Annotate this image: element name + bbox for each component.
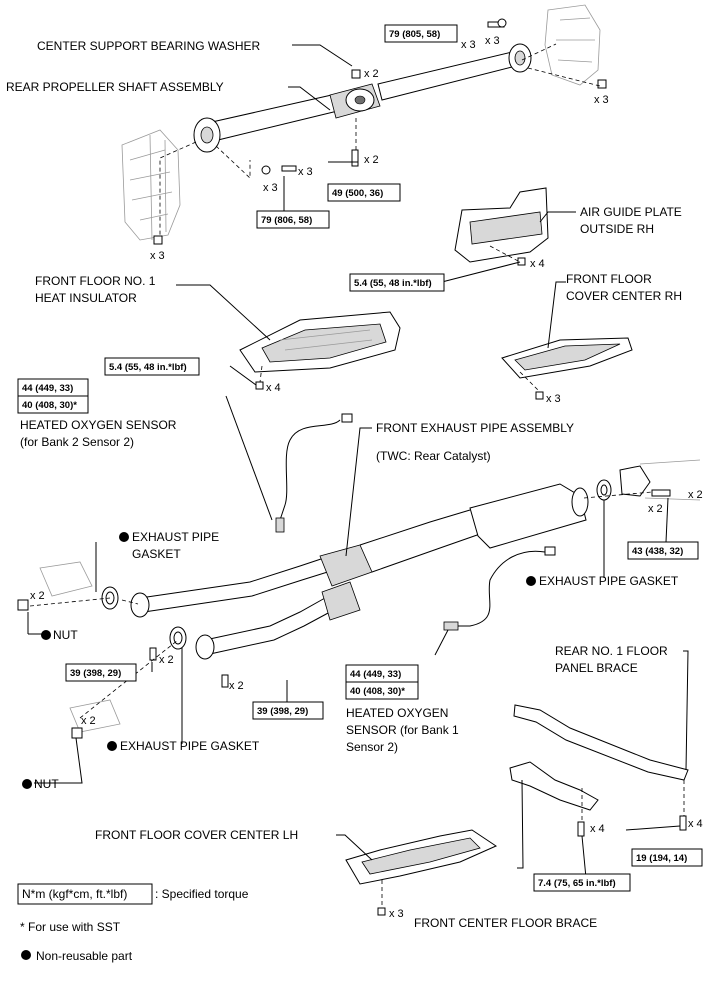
- label-hos-b2-2: (for Bank 2 Sensor 2): [20, 435, 134, 449]
- leader-lines: [27, 43, 689, 908]
- qty-x2-flange-bolt: x 2: [688, 489, 703, 501]
- torque-79-805: 79 (805, 58): [389, 29, 440, 40]
- qty-x2-bearing-washer: x 2: [364, 68, 379, 80]
- front-center-floor-brace: [509, 761, 599, 811]
- torque-74-brace: 7.4 (75, 65 in.*lbf): [538, 878, 616, 889]
- label-exhaust-pipe-gasket-right: EXHAUST PIPE GASKET: [539, 574, 679, 588]
- label-heat-insulator-2: HEAT INSULATOR: [35, 291, 137, 305]
- qty-x3-left-bolt: x 3: [298, 166, 313, 178]
- qty-x2-flange-spring: x 2: [648, 503, 663, 515]
- label-nut-lower: NUT: [34, 777, 59, 791]
- label-front-center-floor-brace: FRONT CENTER FLOOR BRACE: [414, 916, 597, 930]
- qty-x3-left-nut: x 3: [150, 250, 165, 262]
- air-guide-plate-rh: [454, 187, 549, 263]
- non-reusable-marker: [107, 741, 117, 751]
- qty-x3-bolt-top: x 3: [461, 39, 476, 51]
- qty-x2-stud-left: x 2: [159, 654, 174, 666]
- qty-x3-washer-top: x 3: [485, 35, 500, 47]
- qty-x3-left-washer: x 3: [263, 182, 278, 194]
- qty-x2-nut-upper: x 2: [30, 590, 45, 602]
- torque-54-insulator: 5.4 (55, 48 in.*lbf): [109, 362, 187, 373]
- front-floor-cover-center-lh: [345, 829, 498, 885]
- torque-44-b1: 44 (449, 33): [350, 669, 401, 680]
- heated-oxygen-sensor-b2: [275, 413, 353, 533]
- torque-40-b2: 40 (408, 30)*: [22, 400, 77, 411]
- legend-torque-unit: N*m (kgf*cm, ft.*lbf): [22, 887, 127, 901]
- label-air-guide-plate-1: AIR GUIDE PLATE: [580, 205, 682, 219]
- non-reusable-marker: [526, 576, 536, 586]
- qty-x2-center-bolt: x 2: [364, 154, 379, 166]
- label-rear-propeller-shaft-assembly: REAR PROPELLER SHAFT ASSEMBLY: [6, 80, 224, 94]
- fasteners: [17, 18, 687, 916]
- qty-x4-rear-brace: x 4: [688, 818, 703, 830]
- front-floor-cover-center-rh: [501, 337, 633, 379]
- torque-49-500: 49 (500, 36): [332, 188, 383, 199]
- label-center-support-bearing-washer: CENTER SUPPORT BEARING WASHER: [37, 39, 260, 53]
- front-floor-no1-heat-insulator: [239, 311, 401, 373]
- qty-x3-cover-lh: x 3: [389, 908, 404, 920]
- exhaust-pipe-gasket-lower: [169, 626, 187, 650]
- label-floor-cover-lh: FRONT FLOOR COVER CENTER LH: [95, 828, 298, 842]
- legend: N*m (kgf*cm, ft.*lbf) : Specified torque…: [17, 883, 249, 963]
- rear-exhaust-flange: [619, 459, 701, 501]
- qty-x4-air-guide: x 4: [530, 258, 545, 270]
- torque-43-438: 43 (438, 32): [632, 546, 683, 557]
- legend-sst-note: * For use with SST: [20, 920, 121, 934]
- label-hos-b1-3: Sensor 2): [346, 740, 398, 754]
- label-air-guide-plate-2: OUTSIDE RH: [580, 222, 654, 236]
- label-front-exhaust-pipe-assembly: FRONT EXHAUST PIPE ASSEMBLY: [376, 421, 574, 435]
- label-heat-insulator-1: FRONT FLOOR NO. 1: [35, 274, 156, 288]
- label-rear-brace-1: REAR NO. 1 FLOOR: [555, 644, 668, 658]
- legend-non-reusable-marker: [21, 950, 31, 960]
- qty-x4-center-brace: x 4: [590, 823, 605, 835]
- torque-54-air-guide: 5.4 (55, 48 in.*lbf): [354, 278, 432, 289]
- qty-x4-insulator: x 4: [266, 382, 281, 394]
- quantity-callouts: x 3 x 3 x 2 x 3 x 2 x 3 x 3 x 3 x 4 x 3 …: [30, 35, 703, 920]
- label-nut-upper: NUT: [53, 628, 78, 642]
- label-rear-brace-2: PANEL BRACE: [555, 661, 638, 675]
- rear-propeller-shaft: [193, 43, 532, 153]
- torque-39-lower: 39 (398, 29): [257, 706, 308, 717]
- legend-torque-desc: : Specified torque: [155, 887, 249, 901]
- front-exhaust-pipe-assembly: [130, 483, 589, 660]
- non-reusable-marker: [119, 532, 129, 542]
- torque-19-194: 19 (194, 14): [636, 853, 687, 864]
- non-reusable-markers: [22, 532, 536, 789]
- exhaust-pipe-gasket-right: [596, 479, 612, 501]
- heated-oxygen-sensor-b1: [443, 546, 556, 631]
- torque-40-b1: 40 (408, 30)*: [350, 686, 405, 697]
- label-floor-cover-rh-2: COVER CENTER RH: [566, 289, 682, 303]
- legend-non-reusable: Non-reusable part: [36, 949, 133, 963]
- transmission-housing: [121, 129, 181, 241]
- qty-x3-right-nut: x 3: [594, 94, 609, 106]
- torque-79-806: 79 (806, 58): [261, 215, 312, 226]
- torque-44-b2: 44 (449, 33): [22, 383, 73, 394]
- qty-x2-stud-lower: x 2: [229, 680, 244, 692]
- qty-x3-cover-rh: x 3: [546, 393, 561, 405]
- part-labels: CENTER SUPPORT BEARING WASHER REAR PROPE…: [6, 39, 682, 930]
- label-twc-rear-catalyst: (TWC: Rear Catalyst): [376, 449, 491, 463]
- qty-x2-nut-lower: x 2: [81, 715, 96, 727]
- non-reusable-marker: [41, 630, 51, 640]
- label-hos-b1-2: SENSOR (for Bank 1: [346, 723, 459, 737]
- exhaust-manifold-outlets: [39, 561, 121, 733]
- label-exhaust-pipe-gasket-lower: EXHAUST PIPE GASKET: [120, 739, 260, 753]
- label-exhaust-pipe-gasket-left-1: EXHAUST PIPE: [132, 530, 219, 544]
- torque-39-left: 39 (398, 29): [70, 668, 121, 679]
- torque-specs: 79 (805, 58) 49 (500, 36) 79 (806, 58) 5…: [17, 24, 703, 892]
- non-reusable-marker: [22, 779, 32, 789]
- label-floor-cover-rh-1: FRONT FLOOR: [566, 272, 652, 286]
- label-exhaust-pipe-gasket-left-2: GASKET: [132, 547, 181, 561]
- label-hos-b1-1: HEATED OXYGEN: [346, 706, 448, 720]
- label-hos-b2-1: HEATED OXYGEN SENSOR: [20, 418, 177, 432]
- differential-housing: [544, 4, 601, 86]
